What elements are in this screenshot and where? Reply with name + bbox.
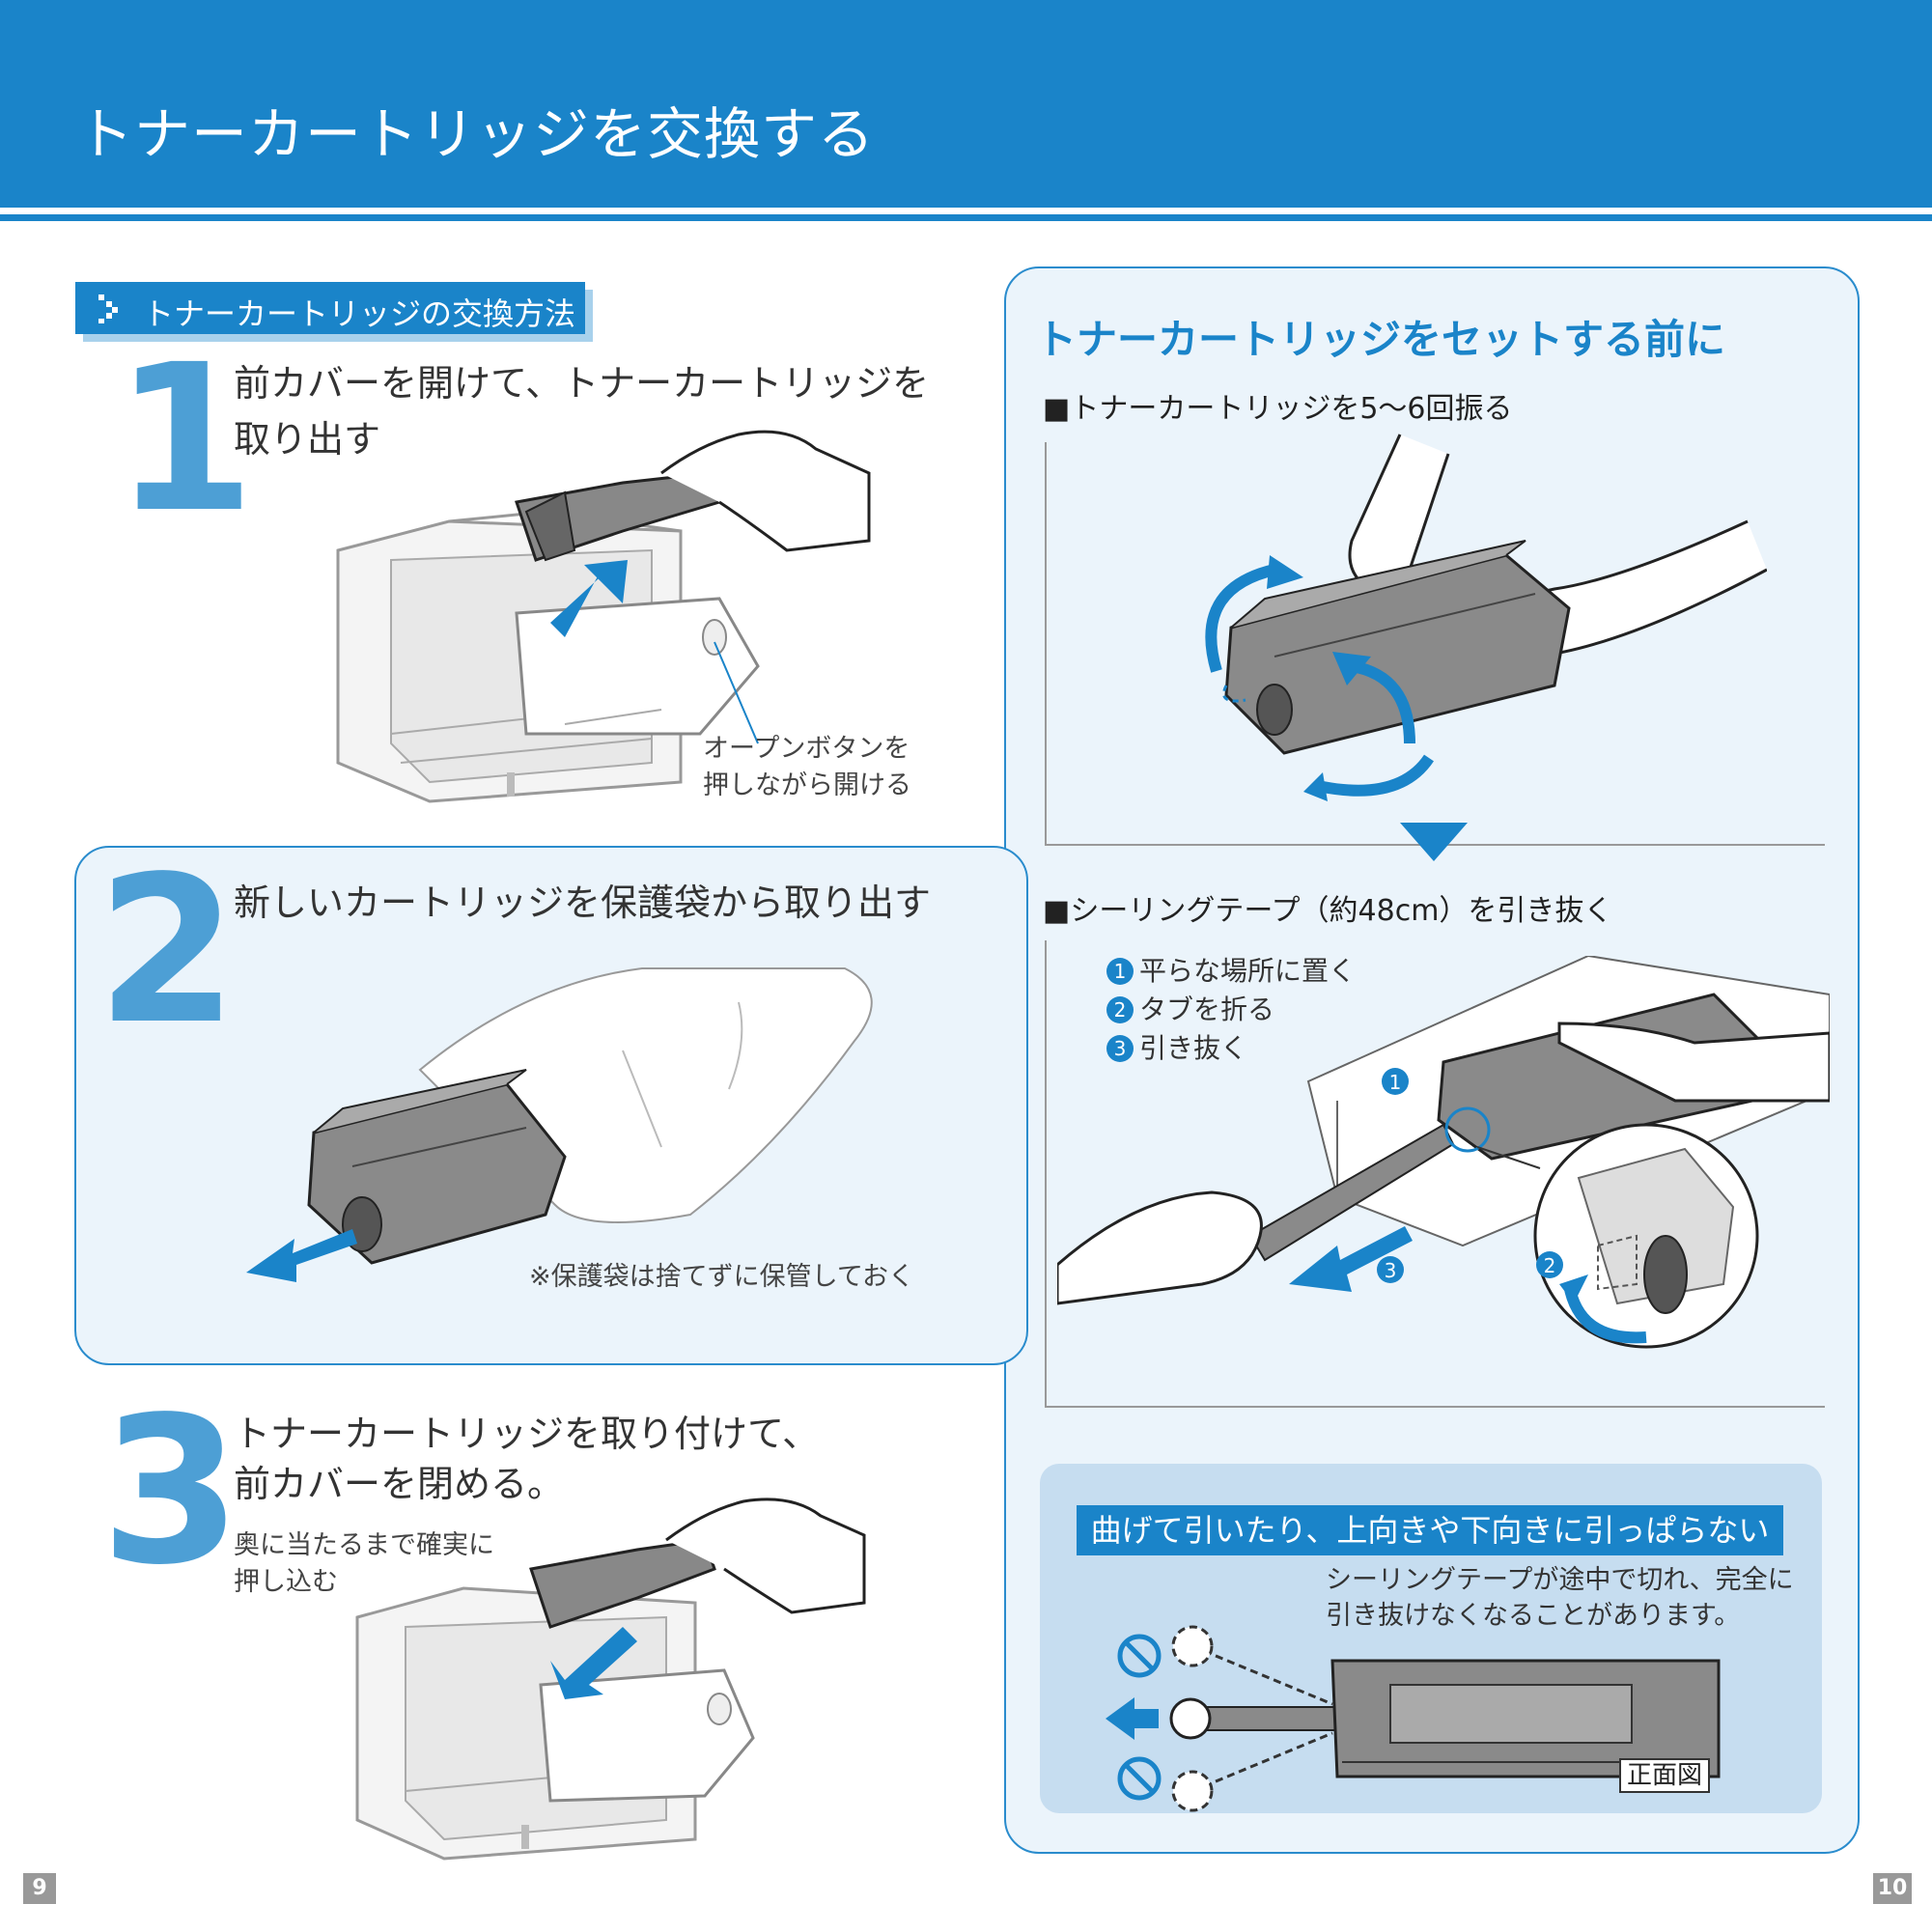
- warning-text-line2: 引き抜けなくなることがあります。: [1326, 1601, 1741, 1631]
- substep-1-text: 平らな場所に置く: [1139, 955, 1357, 987]
- step-2-number: 2: [97, 832, 238, 1069]
- step-3-note-line1: 奥に当たるまで確実に: [234, 1530, 494, 1560]
- step-3-number: 3: [100, 1373, 242, 1610]
- tape-heading: ■シーリングテープ（約48cm）を引き抜く: [1043, 894, 1613, 928]
- shake-frame-left: [1045, 442, 1047, 846]
- prohibited-icon-top: [1117, 1634, 1162, 1678]
- tape-frame-left: [1045, 940, 1047, 1408]
- step-1-number: 1: [114, 321, 256, 557]
- front-view-label: 正面図: [1619, 1758, 1711, 1793]
- svg-text:1: 1: [1389, 1071, 1402, 1094]
- open-button-callout-line1: オープンボタンを: [703, 734, 910, 764]
- step-1-text-line1: 前カバーを開けて、トナーカートリッジを: [234, 362, 930, 405]
- number-3-icon: 3: [1106, 1035, 1134, 1062]
- svg-text:2: 2: [1544, 1254, 1556, 1277]
- step-1-text-line2: 取り出す: [234, 418, 381, 461]
- shake-heading: ■トナーカートリッジを5〜6回振る: [1043, 392, 1513, 426]
- prohibited-icon-bottom: [1117, 1756, 1162, 1801]
- step-3-text-line2: 前カバーを閉める。: [234, 1463, 565, 1505]
- step-3-text-line1: トナーカートリッジを取り付けて、: [234, 1413, 820, 1455]
- incorrect-pulling-illustration: [1106, 1625, 1721, 1812]
- number-2-icon: 2: [1106, 996, 1134, 1023]
- tape-frame-bottom: [1045, 1406, 1825, 1408]
- page-number-left: 9: [23, 1873, 56, 1904]
- page-header: [0, 0, 1932, 208]
- printer-remove-cartridge-illustration: [336, 430, 871, 803]
- shake-cartridge-illustration: [1205, 434, 1767, 801]
- step-2-text: 新しいカートリッジを保護袋から取り出す: [234, 882, 932, 924]
- cartridge-from-bag-illustration: [246, 967, 873, 1282]
- open-button-callout-line2: 押しながら開ける: [703, 770, 911, 800]
- down-triangle-icon: [1400, 823, 1468, 861]
- warning-text-line1: シーリングテープが途中で切れ、完全に: [1326, 1565, 1794, 1595]
- chevron-right-icon: [98, 294, 118, 323]
- before-setting-title: トナーカートリッジをセットする前に: [1036, 316, 1726, 363]
- printer-insert-cartridge-illustration: [355, 1498, 866, 1861]
- page-number-right: 10: [1873, 1873, 1912, 1904]
- section-tab: トナーカートリッジの交換方法: [75, 282, 585, 334]
- step-2-note: ※保護袋は捨てずに保管しておく: [529, 1262, 915, 1292]
- page-title: トナーカートリッジを交換する: [77, 101, 876, 167]
- step-3-note-line2: 押し込む: [234, 1567, 338, 1597]
- section-tab-label: トナーカートリッジの交換方法: [143, 295, 576, 332]
- substep-3-text: 引き抜く: [1139, 1032, 1248, 1064]
- header-rule: [0, 214, 1932, 221]
- warning-title: 曲げて引いたり、上向きや下向きに引っぱらない: [1077, 1505, 1783, 1555]
- pull-sealing-tape-illustration: 1 3 2: [1057, 956, 1830, 1349]
- substep-2-text: タブを折る: [1139, 994, 1275, 1025]
- svg-text:3: 3: [1385, 1259, 1397, 1282]
- number-1-icon: 1: [1106, 958, 1134, 985]
